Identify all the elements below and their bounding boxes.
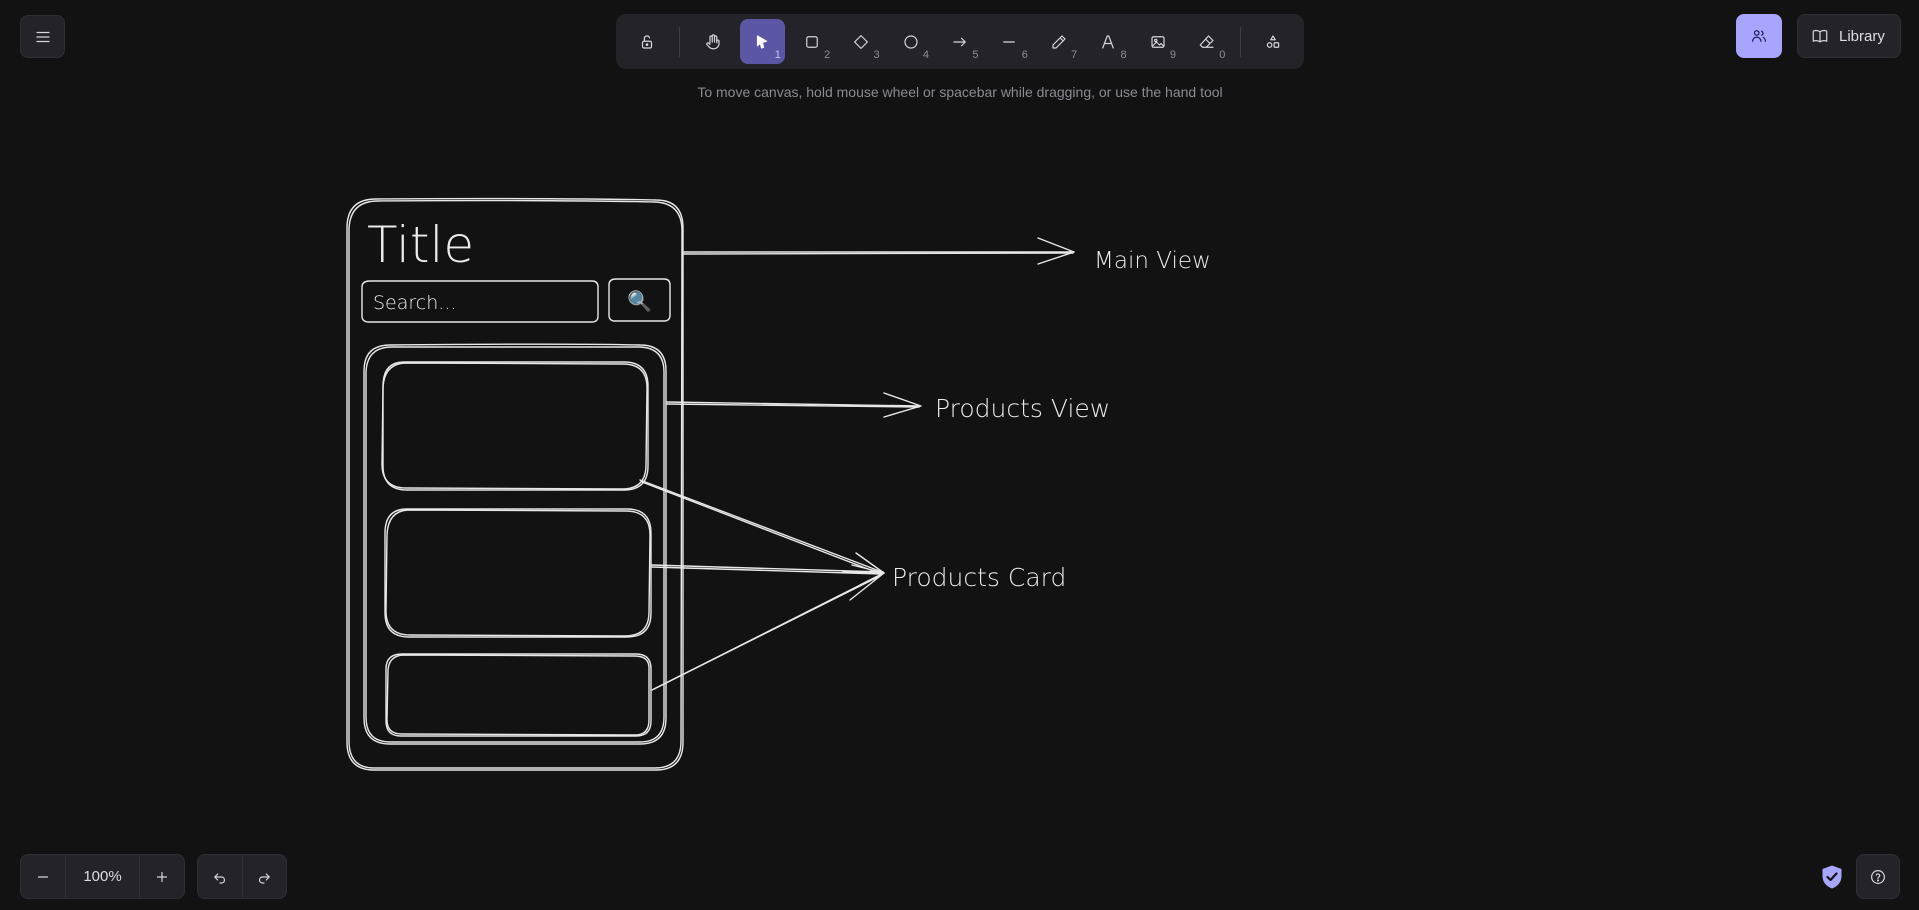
line-tool[interactable]: 6	[987, 19, 1032, 64]
text-icon	[1102, 34, 1115, 49]
ellipse-tool[interactable]: 4	[888, 19, 933, 64]
arrow-right-icon	[953, 37, 966, 46]
arrow-products-view[interactable]	[666, 392, 922, 418]
lock-tool[interactable]	[624, 19, 669, 64]
tool-shortcut: 4	[922, 49, 930, 61]
arrow-product-card-2[interactable]	[651, 564, 884, 575]
search-field-shape[interactable]	[361, 280, 599, 323]
arrow-main-view[interactable]	[683, 237, 1075, 265]
search-icon: 🔍	[627, 288, 652, 313]
label-products-view[interactable]: Products View	[935, 394, 1110, 423]
hand-icon	[706, 33, 720, 49]
help-icon	[1871, 869, 1885, 884]
diamond-tool[interactable]: 3	[839, 19, 884, 64]
book-icon	[1812, 29, 1828, 43]
products-view-container[interactable]	[363, 343, 667, 745]
shapes-icon	[1267, 34, 1280, 48]
library-button[interactable]: Library	[1797, 14, 1901, 58]
label-main-view[interactable]: Main View	[1094, 248, 1211, 274]
unlock-icon	[641, 34, 652, 49]
draw-tool[interactable]: 7	[1036, 19, 1081, 64]
search-button-shape[interactable]	[608, 278, 671, 322]
tool-shortcut: 8	[1120, 49, 1127, 61]
hand-tool[interactable]	[691, 19, 736, 64]
rectangle-icon	[806, 35, 818, 48]
pointer-icon	[757, 34, 768, 49]
more-shapes-tool[interactable]	[1251, 19, 1296, 64]
canvas-hint: To move canvas, hold mouse wheel or spac…	[697, 84, 1223, 100]
plus-icon	[156, 871, 168, 882]
image-icon	[1150, 35, 1165, 48]
hamburger-menu-icon	[35, 31, 50, 42]
tool-shortcut: 1	[774, 49, 781, 61]
tool-shortcut: 3	[873, 49, 880, 61]
pencil-icon	[1052, 34, 1066, 49]
diamond-icon	[854, 34, 869, 49]
history-controls	[197, 854, 287, 899]
redo-icon	[259, 872, 271, 884]
tool-shortcut: 6	[1021, 49, 1028, 61]
toolbar-separator	[679, 26, 681, 57]
main-menu-button[interactable]	[20, 15, 65, 58]
zoom-controls: 100%	[20, 854, 185, 899]
product-card-1[interactable]	[382, 361, 649, 491]
eraser-tool[interactable]: 0	[1185, 19, 1230, 64]
tool-shortcut: 2	[824, 49, 831, 61]
circle-icon	[904, 34, 918, 49]
tool-shortcut: 0	[1219, 49, 1226, 61]
help-button[interactable]	[1856, 854, 1900, 899]
users-icon	[1752, 30, 1766, 42]
line-icon	[1003, 40, 1016, 43]
arrow-product-card-3[interactable]	[651, 573, 883, 691]
zoom-level[interactable]: 100%	[65, 855, 140, 898]
text-tool[interactable]: 8	[1086, 19, 1131, 64]
arrow-product-card-1[interactable]	[639, 479, 883, 575]
shield-check-icon[interactable]	[1820, 864, 1844, 890]
eraser-icon	[1199, 34, 1214, 48]
tool-shortcut: 7	[1071, 49, 1078, 61]
product-card-3[interactable]	[385, 653, 652, 737]
label-products-card[interactable]: Products Card	[892, 563, 1066, 592]
zoom-in-button[interactable]	[140, 855, 184, 898]
image-tool[interactable]: 9	[1135, 19, 1180, 64]
tool-shortcut: 9	[1169, 49, 1176, 61]
toolbar-separator	[1239, 26, 1241, 57]
phone-title[interactable]: Title	[367, 216, 474, 274]
search-placeholder: Search...	[373, 292, 456, 314]
zoom-out-button[interactable]	[21, 855, 65, 898]
undo-icon	[213, 872, 225, 884]
product-card-2[interactable]	[384, 508, 652, 638]
tool-shortcut: 5	[972, 49, 979, 61]
arrow-tool[interactable]: 5	[938, 19, 983, 64]
undo-button[interactable]	[198, 855, 242, 898]
collaborate-button[interactable]	[1736, 14, 1782, 58]
toolbar: 1 2 3 4 5 6 7 8 9 0	[616, 14, 1304, 69]
minus-icon	[37, 875, 49, 878]
rectangle-tool[interactable]: 2	[789, 19, 834, 64]
phone-frame[interactable]	[346, 197, 684, 771]
redo-button[interactable]	[241, 855, 287, 898]
library-label: Library	[1839, 27, 1885, 45]
selection-tool[interactable]: 1	[740, 19, 785, 64]
